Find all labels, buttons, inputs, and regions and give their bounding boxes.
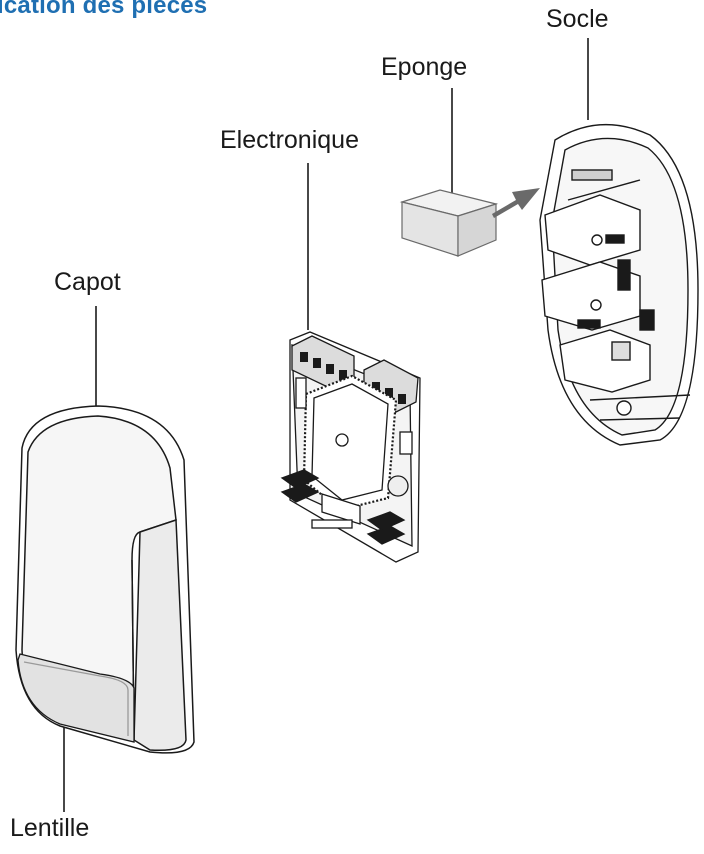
label-electronique: Electronique xyxy=(220,126,359,154)
electronique-part xyxy=(280,331,421,563)
label-lentille: Lentille xyxy=(10,814,90,842)
socle-part xyxy=(539,123,699,446)
eponge-part xyxy=(399,189,499,257)
label-socle: Socle xyxy=(546,5,609,33)
label-capot: Capot xyxy=(54,268,121,296)
lentille-part xyxy=(17,653,135,743)
arrow-icon xyxy=(492,188,540,218)
page-title: ication des pièces xyxy=(0,0,208,19)
label-eponge: Eponge xyxy=(381,53,468,81)
